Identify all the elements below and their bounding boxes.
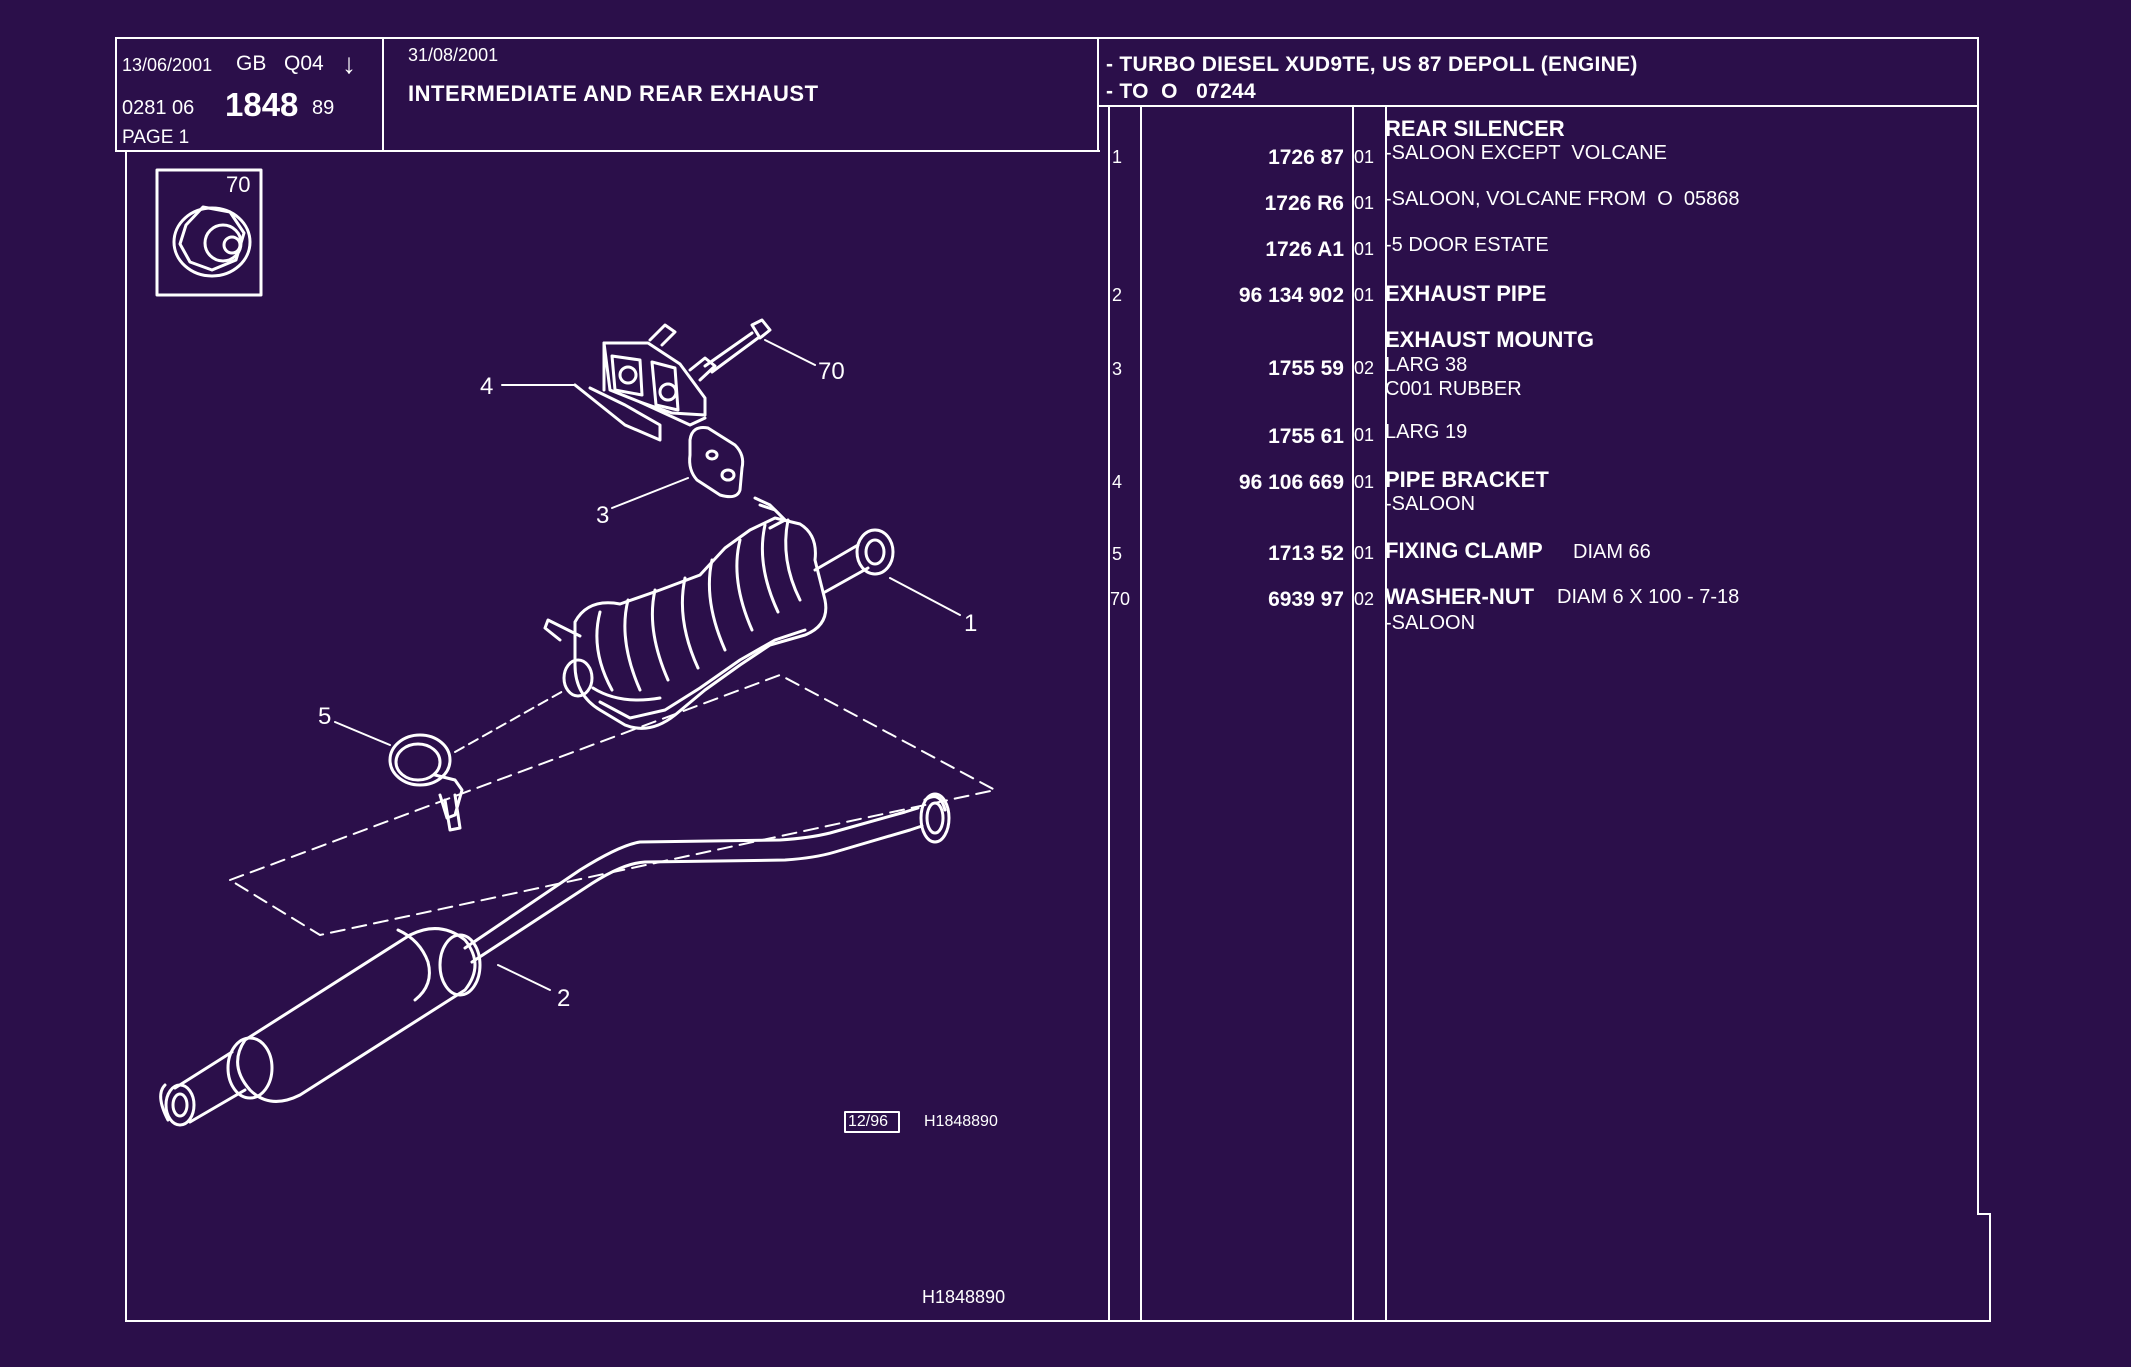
bolt-icon [703,318,772,374]
engine-line-1: - TURBO DIESEL XUD9TE, US 87 DEPOLL (ENG… [1106,53,1638,76]
callout-2: 2 [557,985,571,1012]
leader-line-70 [764,339,816,366]
header-region: GB [236,52,267,75]
part-name: WASHER-NUT [1385,584,1535,609]
part-number: 1726 R6 [1264,192,1344,215]
inset-box [155,168,263,297]
callout-3: 3 [596,502,610,529]
header-ref-main: 1848 [225,86,299,123]
stamp-box [844,1111,900,1133]
part-ref: 2 [1112,285,1123,305]
part-number: 6939 97 [1268,588,1344,611]
part-desc-2: C001 RUBBER [1385,378,1522,400]
part-qty: 01 [1354,147,1375,167]
part-qty: 01 [1354,239,1375,259]
frame-left-lower [125,150,127,1322]
fixing-clamp-icon [388,733,464,832]
part-ref: 70 [1110,589,1131,609]
callout-5: 5 [318,703,332,730]
part-desc: DIAM 66 [1573,541,1651,563]
stamp-label: 12/96 [848,1113,889,1130]
part-desc: -5 DOOR ESTATE [1385,234,1549,256]
part-name: FIXING CLAMP [1385,538,1543,563]
frame-right-top [1977,37,1979,107]
leader-line-5 [334,721,391,746]
part-qty: 01 [1354,472,1375,492]
part-name: EXHAUST MOUNTG [1385,327,1594,352]
part-ref: 1 [1112,147,1123,167]
leader-line-1 [889,577,961,616]
part-number: 1755 59 [1268,357,1344,380]
part-name: PIPE BRACKET [1385,467,1549,492]
frame-top [115,37,1979,39]
frame-right-joint [1977,1213,1991,1215]
header-ref-prefix: 0281 06 [122,97,195,119]
table-col-line-1 [1140,105,1142,1322]
part-number: 1713 52 [1268,542,1344,565]
part-name: EXHAUST PIPE [1385,281,1547,306]
footer-ref: H1848890 [922,1287,1006,1307]
exhaust-pipe-icon [159,792,951,1127]
header-ref-suffix: 89 [312,97,335,119]
rear-silencer-icon [543,503,895,730]
part-ref: 3 [1112,359,1123,379]
part-qty: 01 [1354,543,1375,563]
table-col-line-3 [1385,105,1387,1322]
part-desc: -SALOON [1385,493,1476,515]
part-desc: LARG 19 [1385,421,1468,443]
header-divider-left [115,150,1100,152]
part-qty: 02 [1354,589,1375,609]
frame-right-lower [1989,1213,1991,1321]
inset-label: 70 [226,172,251,197]
callout-70: 70 [818,358,845,385]
part-ref: 5 [1112,544,1123,564]
part-ref: 4 [1112,472,1123,492]
table-col-line-0 [1108,105,1110,1322]
callout-1: 1 [964,610,978,637]
header-vline-1 [382,37,384,152]
header-date1: 13/06/2001 [122,55,213,75]
assembly-link-line [454,689,566,753]
header-vline-2 [1097,37,1099,152]
engine-line-2: - TO O 07244 [1106,80,1257,103]
header-divider-right [1097,105,1979,107]
part-desc: DIAM 6 X 100 - 7-18 [1557,586,1740,608]
header-arrow: ↓ [342,48,356,79]
part-qty: 01 [1354,285,1375,305]
table-col-line-2 [1352,105,1354,1322]
part-qty: 01 [1354,193,1375,213]
part-desc: LARG 38 [1385,354,1468,376]
part-number: 96 106 669 [1238,471,1344,494]
pipe-bracket-icon [573,323,717,442]
part-number: 96 134 902 [1238,284,1344,307]
header-page: PAGE 1 [122,127,190,148]
part-number: 1755 61 [1268,425,1344,448]
leader-line-2 [497,964,551,991]
washer-nut-inset-icon [172,205,252,278]
frame-right [1977,105,1979,1215]
part-desc: -SALOON, VOLCANE FROM O 05868 [1385,188,1740,210]
frame-left [115,37,117,152]
part-qty: 02 [1354,358,1375,378]
leader-line-3 [611,477,689,509]
part-desc-2: -SALOON [1385,612,1476,634]
header-code: Q04 [284,52,324,75]
part-number: 1726 87 [1268,146,1344,169]
frame-bottom [125,1320,1991,1322]
assembly-outline [229,674,996,936]
page-title: INTERMEDIATE AND REAR EXHAUST [408,81,819,106]
part-number: 1726 A1 [1265,238,1344,261]
part-desc: -SALOON EXCEPT VOLCANE [1385,142,1667,164]
header-date2: 31/08/2001 [408,45,499,65]
part-qty: 01 [1354,425,1375,445]
callout-4: 4 [480,373,494,400]
rubber-mount-icon [688,426,787,522]
part-name: REAR SILENCER [1385,116,1565,141]
image-ref-label: H1848890 [924,1113,998,1130]
